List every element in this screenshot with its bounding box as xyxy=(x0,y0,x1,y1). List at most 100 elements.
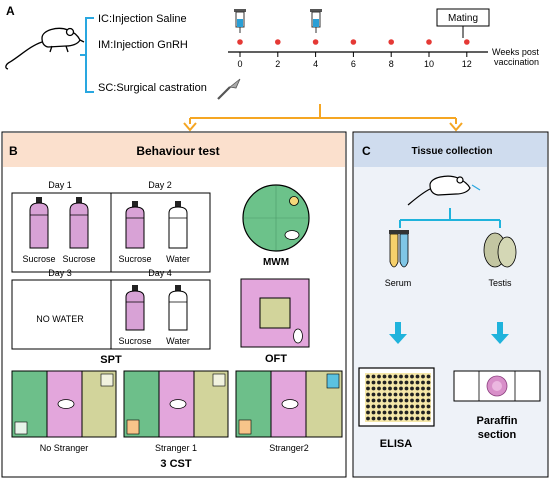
elisa-well xyxy=(415,410,420,415)
elisa-well xyxy=(393,416,398,421)
elisa-well xyxy=(410,386,414,391)
oft-label: OFT xyxy=(265,353,287,365)
elisa-well xyxy=(393,374,398,379)
testis-icon xyxy=(483,232,517,268)
elisa-well xyxy=(366,398,370,403)
elisa-well xyxy=(366,380,370,385)
scalpel-icon xyxy=(217,78,241,100)
syringe-icon-week4 xyxy=(310,9,322,33)
elisa-well xyxy=(399,392,403,397)
arrow-head-left xyxy=(183,122,197,132)
group-bracket xyxy=(80,17,94,93)
elisa-well xyxy=(377,392,381,397)
elisa-well xyxy=(399,410,403,415)
elisa-well xyxy=(404,386,409,391)
elisa-well xyxy=(399,404,403,409)
elisa-well xyxy=(415,404,420,409)
timeline-dot xyxy=(464,39,470,45)
syringe-icon-week0 xyxy=(234,9,246,33)
elisa-well xyxy=(410,410,414,415)
elisa-well xyxy=(371,404,376,409)
panel-a-letter: A xyxy=(6,4,15,18)
elisa-well xyxy=(404,380,409,385)
elisa-well xyxy=(426,404,431,409)
elisa-well xyxy=(404,410,409,415)
branch-connector xyxy=(399,208,501,228)
spt-day4: Day 4 xyxy=(148,268,172,278)
elisa-well xyxy=(371,392,376,397)
elisa-well xyxy=(415,392,420,397)
elisa-well xyxy=(388,374,392,379)
panel-b-header xyxy=(3,133,345,167)
cst-stranger2: Stranger2 xyxy=(269,443,309,453)
elisa-well xyxy=(421,386,425,391)
oft-arena xyxy=(240,278,310,348)
elisa-well xyxy=(415,398,420,403)
elisa-well xyxy=(399,386,403,391)
panel-c-letter: C xyxy=(362,144,371,158)
elisa-well xyxy=(410,398,414,403)
elisa-well xyxy=(366,392,370,397)
elisa-well xyxy=(371,416,376,421)
elisa-well xyxy=(421,380,425,385)
elisa-well xyxy=(393,398,398,403)
cst-box-stranger2 xyxy=(235,370,343,438)
elisa-well xyxy=(377,410,381,415)
elisa-well xyxy=(366,374,370,379)
bottle-water-1 xyxy=(168,201,188,249)
spt-day2: Day 2 xyxy=(148,180,172,190)
paraffin-label-line1: Paraffin xyxy=(477,415,518,427)
paraffin-slide-icon xyxy=(453,370,541,402)
panel-b-letter: B xyxy=(9,144,18,158)
group-ic-label: IC:Injection Saline xyxy=(98,13,187,25)
elisa-well xyxy=(388,410,392,415)
elisa-well xyxy=(388,392,392,397)
label-sucrose-1: Sucrose xyxy=(22,254,55,264)
elisa-well xyxy=(366,416,370,421)
mwm-pool xyxy=(242,184,310,252)
elisa-well xyxy=(393,380,398,385)
elisa-well xyxy=(371,374,376,379)
elisa-well xyxy=(382,386,387,391)
group-sc-label: SC:Surgical castration xyxy=(98,82,207,94)
down-arrow-left xyxy=(389,322,407,344)
cst-box-no-stranger xyxy=(11,370,117,438)
label-sucrose-3: Sucrose xyxy=(118,254,151,264)
elisa-well xyxy=(410,380,414,385)
elisa-well xyxy=(388,404,392,409)
bottle-sucrose-3 xyxy=(125,201,145,249)
elisa-well xyxy=(366,404,370,409)
serum-tubes-icon xyxy=(389,230,409,268)
elisa-well xyxy=(421,416,425,421)
paraffin-label-line2: section xyxy=(478,429,517,441)
timeline-dot xyxy=(312,39,319,45)
axis-label-line1: Weeks post xyxy=(492,47,539,57)
elisa-well xyxy=(382,392,387,397)
elisa-well xyxy=(426,416,431,421)
mwm-label: MWM xyxy=(263,257,289,268)
elisa-well xyxy=(426,392,431,397)
elisa-well xyxy=(388,398,392,403)
panel-c-title: Tissue collection xyxy=(412,146,493,157)
mating-label: Mating xyxy=(448,13,478,24)
elisa-well xyxy=(421,392,425,397)
elisa-well xyxy=(377,398,381,403)
spt-day1: Day 1 xyxy=(48,180,72,190)
elisa-well xyxy=(415,374,420,379)
elisa-well xyxy=(388,380,392,385)
arrow-head-right xyxy=(449,122,463,132)
elisa-well xyxy=(382,374,387,379)
axis-label-line2: vaccination xyxy=(494,57,539,67)
elisa-well xyxy=(426,410,431,415)
elisa-well xyxy=(382,380,387,385)
timeline-tick-label: 4 xyxy=(313,59,318,69)
timeline-dot xyxy=(426,39,432,45)
elisa-well xyxy=(404,398,409,403)
elisa-well xyxy=(393,386,398,391)
elisa-well xyxy=(404,416,409,421)
elisa-well xyxy=(399,416,403,421)
elisa-well xyxy=(399,374,403,379)
elisa-well xyxy=(410,404,414,409)
elisa-well xyxy=(371,398,376,403)
elisa-well xyxy=(426,386,431,391)
